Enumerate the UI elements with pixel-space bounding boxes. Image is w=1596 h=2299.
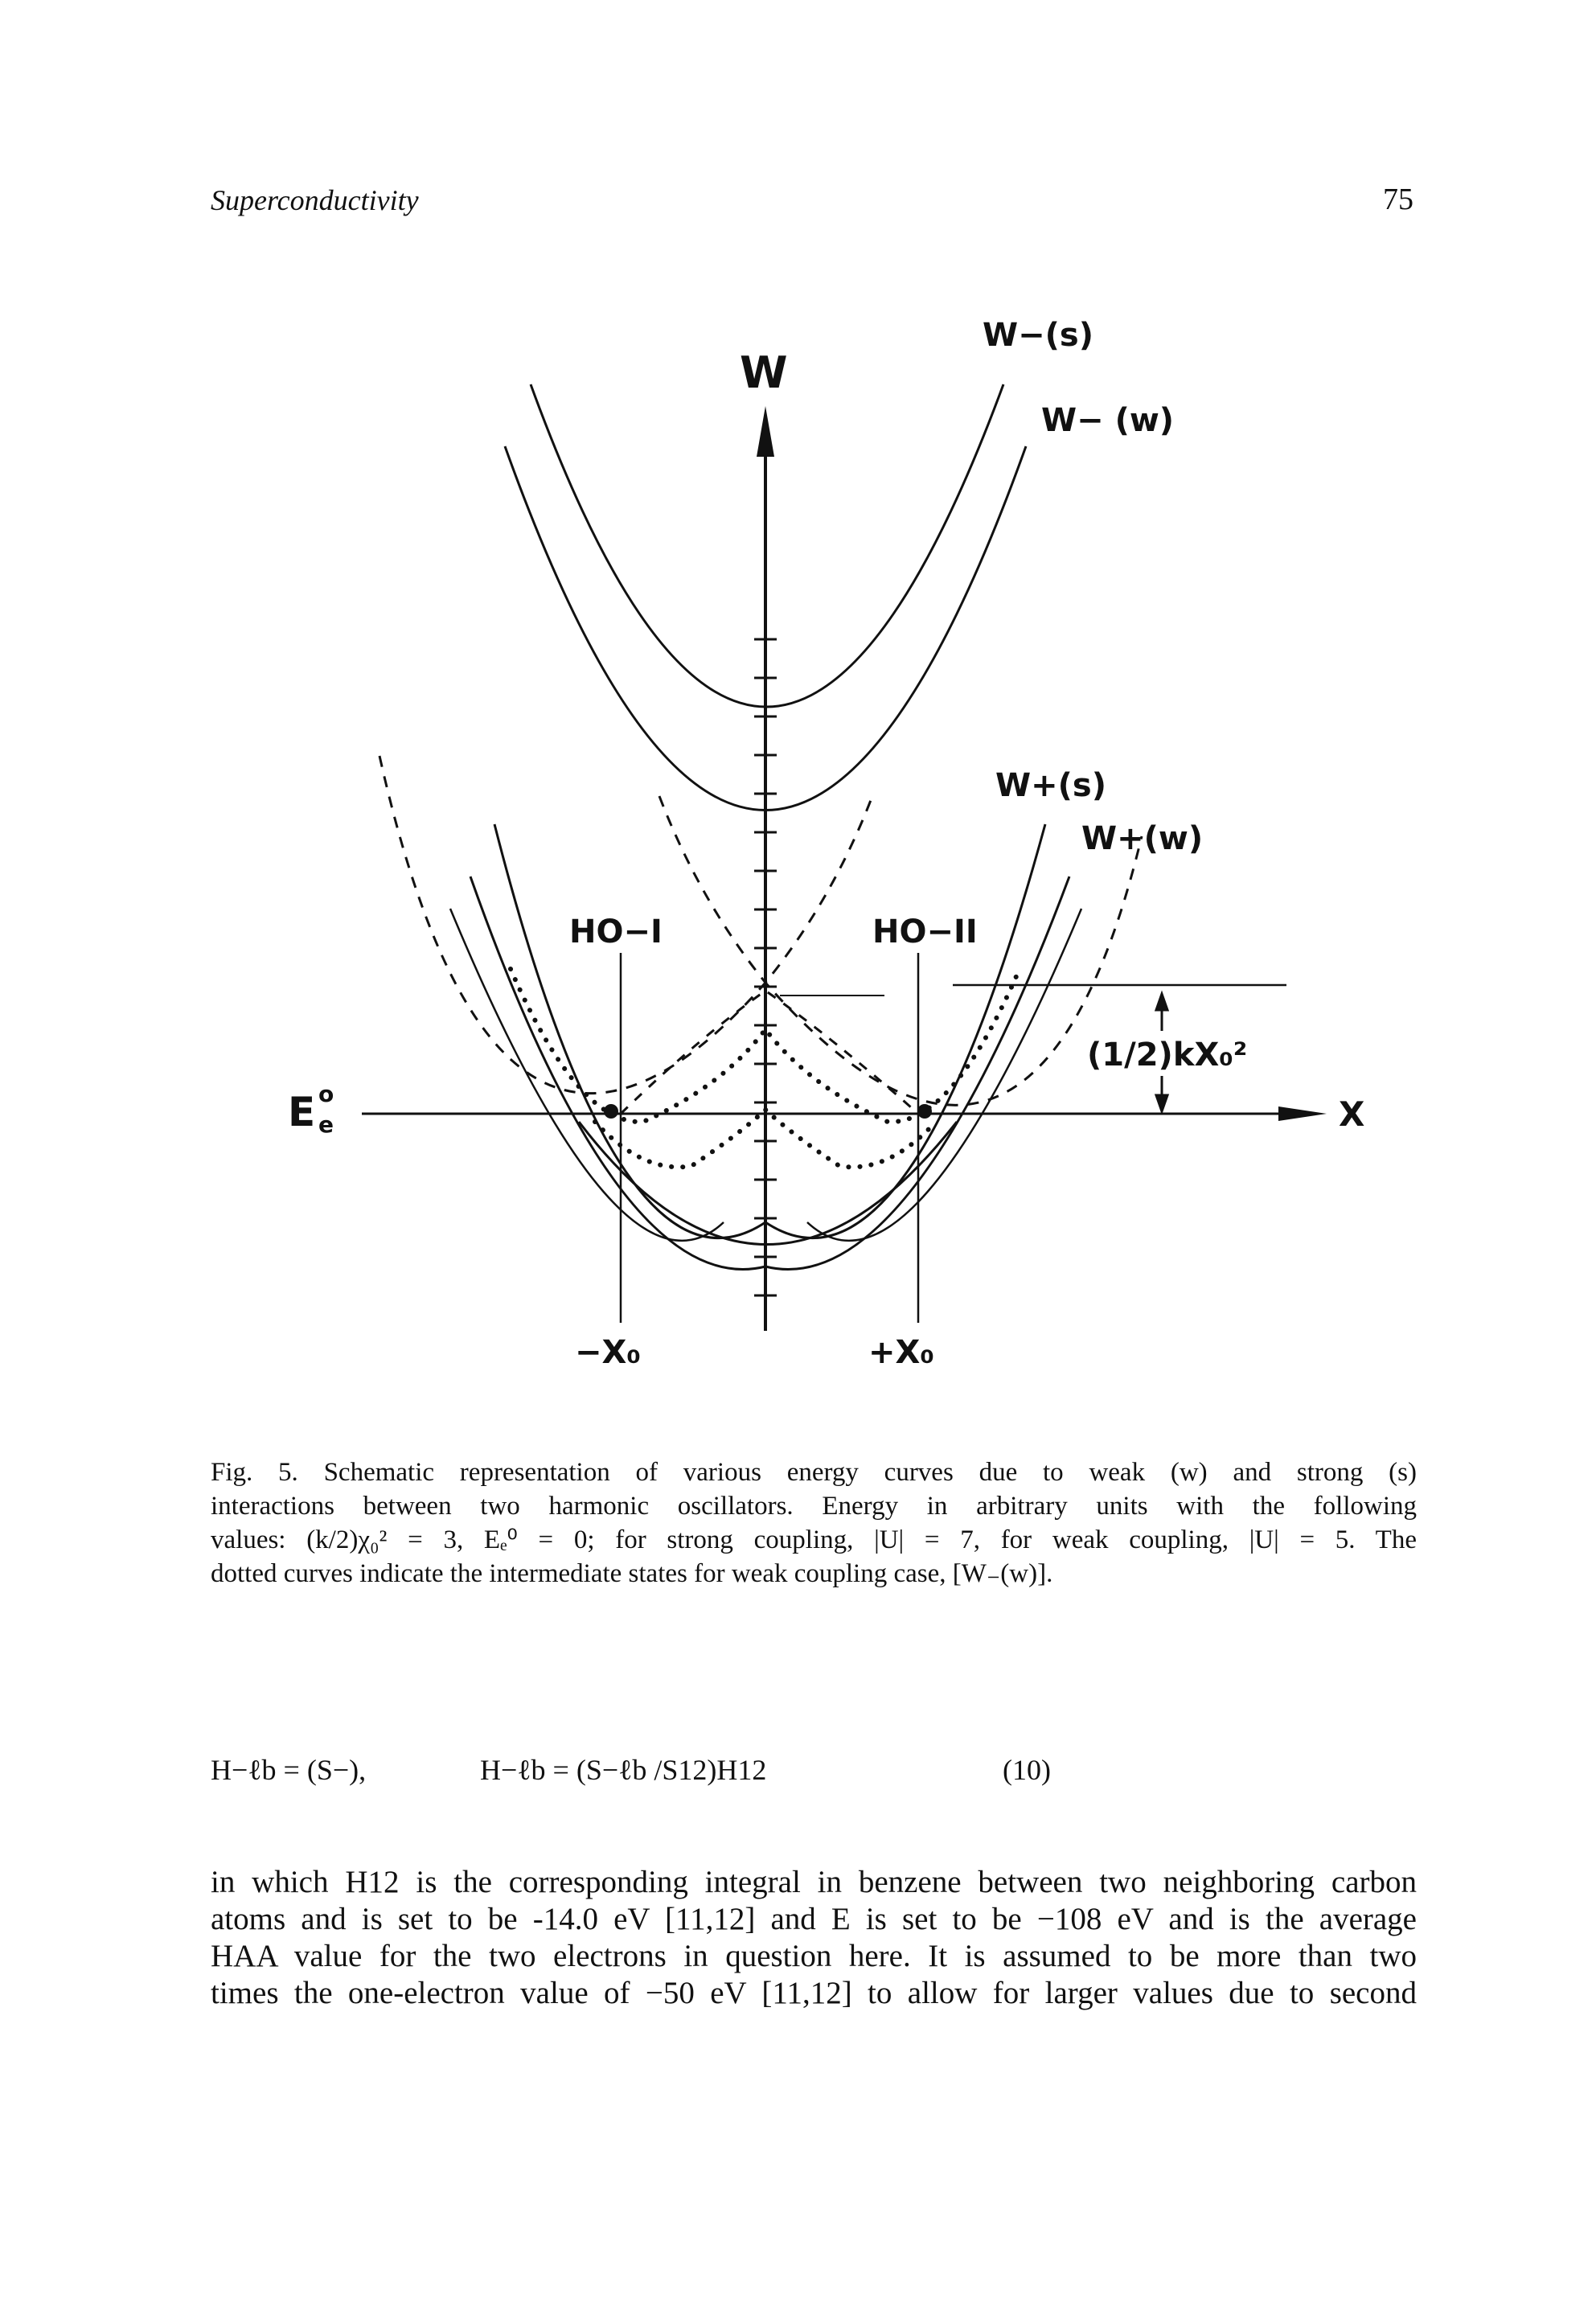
dotted-upper-curve bbox=[508, 967, 1022, 1125]
svg-text:E: E bbox=[288, 1089, 315, 1135]
right-crossing-point bbox=[917, 1104, 932, 1119]
caption-line: interactions between two harmonic oscill… bbox=[211, 1492, 1417, 1521]
caption-line: values: (k/2)χ₀² = 3, Eₑ⁰ = 0; for stron… bbox=[211, 1525, 1417, 1554]
minus-x0-label: −X₀ bbox=[575, 1334, 641, 1371]
x-axis-arrow bbox=[1278, 1106, 1327, 1121]
w-minus-w-curve bbox=[503, 445, 1028, 811]
equation-middle: H−ℓb = (S−ℓb /S12)H12 bbox=[480, 1754, 767, 1786]
w-plus-w-curve bbox=[469, 876, 1071, 1271]
body-line: times the one-electron value of −50 eV [… bbox=[211, 1976, 1417, 2010]
w-plus-s-curve bbox=[493, 823, 1047, 1239]
body-paragraph: in which H12 is the corresponding integr… bbox=[211, 1864, 1417, 2012]
page-number: 75 bbox=[1383, 183, 1413, 216]
w-axis-ticks bbox=[754, 638, 777, 1297]
equation-10: H−ℓb = (S−), H−ℓb = (S−ℓb /S12)H12 (10) bbox=[211, 1753, 1417, 1793]
caption-line: Fig. 5. Schematic representation of vari… bbox=[211, 1458, 1417, 1487]
ho2-dashed-curve bbox=[658, 795, 1143, 1106]
svg-text:o: o bbox=[318, 1081, 334, 1107]
deep-bowl-curve bbox=[577, 1121, 958, 1246]
ho-parabola-right bbox=[806, 908, 1083, 1242]
body-line: HAA value for the two electrons in quest… bbox=[211, 1939, 1417, 1973]
running-head: Superconductivity bbox=[211, 184, 419, 216]
equation-number: (10) bbox=[1003, 1754, 1051, 1786]
left-crossing-point bbox=[604, 1104, 618, 1119]
kx2-arrows bbox=[1154, 990, 1170, 1115]
energy-curves-figure: W X W−(s) W− (w) W+(s) W+(w) HO−I HO−II … bbox=[288, 317, 1364, 1371]
w-axis-arrow bbox=[757, 406, 774, 457]
intermediate-dashed-curve bbox=[619, 989, 919, 1115]
ho1-label: HO−I bbox=[569, 913, 663, 950]
figure-caption: Fig. 5. Schematic representation of vari… bbox=[211, 1455, 1417, 1591]
plus-x0-label: +X₀ bbox=[868, 1334, 934, 1371]
w-axis-label: W bbox=[740, 347, 788, 398]
x-axis-label: X bbox=[1339, 1094, 1364, 1134]
w-minus-w-label: W− (w) bbox=[1041, 402, 1174, 439]
equation-left: H−ℓb = (S−), bbox=[211, 1754, 367, 1786]
ee0-label: E o e bbox=[288, 1081, 334, 1138]
svg-text:e: e bbox=[318, 1111, 334, 1138]
ho-parabola-left bbox=[449, 908, 724, 1242]
caption-line: dotted curves indicate the intermediate … bbox=[211, 1559, 1053, 1588]
ho2-label: HO−II bbox=[872, 913, 978, 950]
half-kx2-label: (1/2)kX₀² bbox=[1087, 1037, 1247, 1074]
body-line: in which H12 is the corresponding integr… bbox=[211, 1865, 1417, 1899]
dotted-lower-curve bbox=[593, 1106, 938, 1170]
w-plus-s-label: W+(s) bbox=[995, 767, 1106, 804]
body-line: atoms and is set to be -14.0 eV [11,12] … bbox=[211, 1902, 1417, 1936]
w-plus-w-label: W+(w) bbox=[1081, 820, 1203, 857]
w-minus-s-curve bbox=[529, 384, 1005, 708]
w-minus-s-label: W−(s) bbox=[983, 317, 1093, 354]
